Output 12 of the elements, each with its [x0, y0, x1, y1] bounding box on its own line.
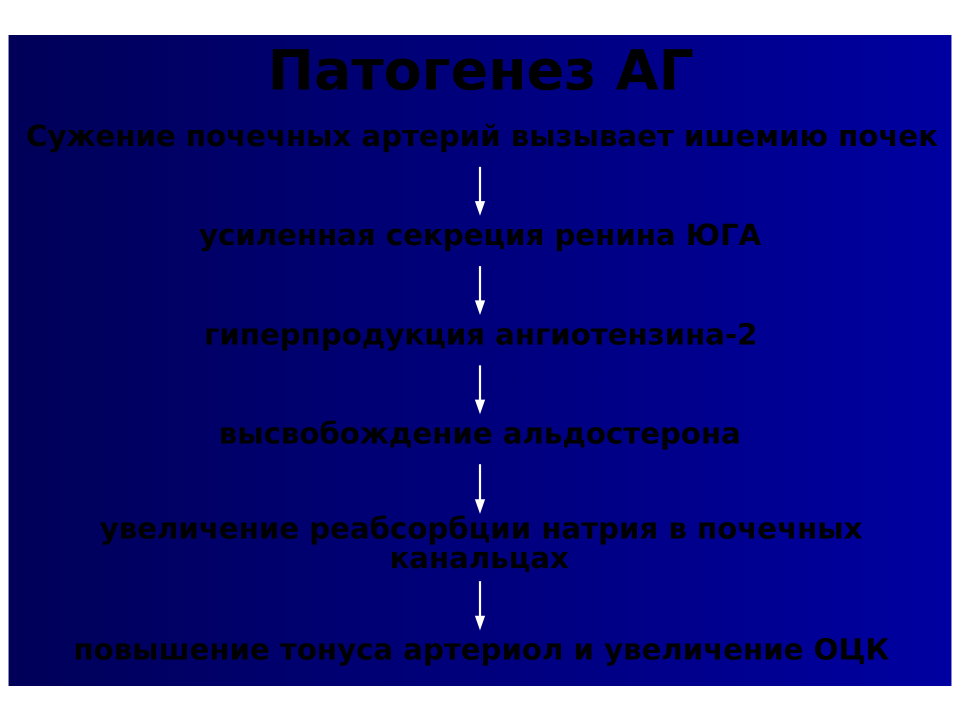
node-text: Сужение почечных артерий вызывает ишемию почек	[26, 118, 938, 152]
node-text: повышение тонуса артериол и увеличение ОЦК	[73, 632, 890, 666]
diagram-title: Патогенез АГ	[268, 39, 694, 104]
arrow	[474, 364, 486, 414]
arrow	[474, 580, 486, 630]
arrow	[474, 166, 486, 216]
node-text: усиленная секреция ренина ЮГА	[199, 218, 762, 252]
arrow	[474, 266, 486, 314]
node-text: увеличение реабсорбции натрия в почечных канальцах	[100, 511, 863, 574]
node-text: гиперпродукция ангиотензина-2	[204, 316, 758, 351]
arrow	[474, 464, 486, 514]
node-text: высвобождение альдостерона	[218, 416, 741, 450]
